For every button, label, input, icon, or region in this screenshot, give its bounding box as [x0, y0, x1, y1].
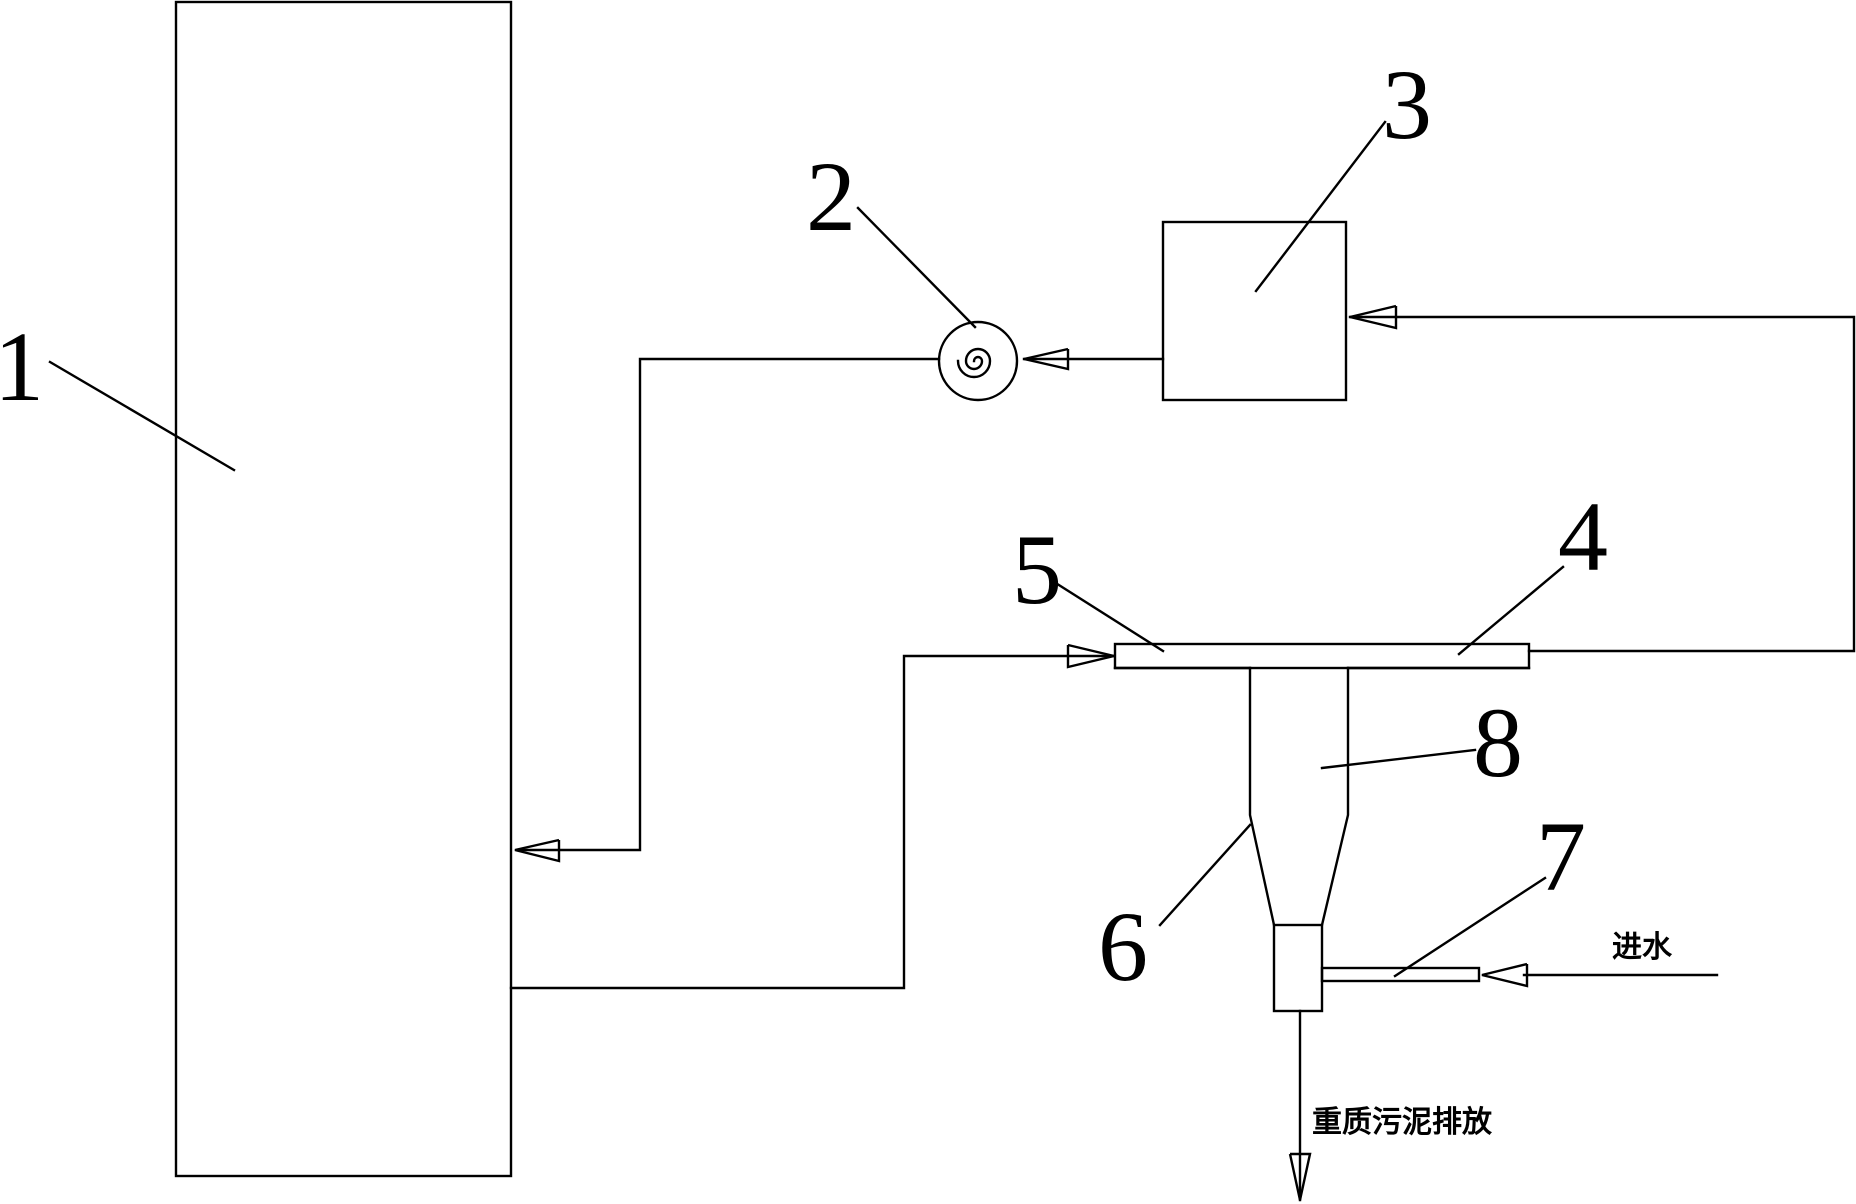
leader-line-1	[48, 360, 236, 472]
pipe-tank-to-inlet	[509, 654, 1116, 990]
sludge-discharge-annotation: 重质污泥排放	[1312, 1105, 1493, 1140]
leader-line-8	[1320, 748, 1477, 770]
label-5: 5	[1012, 514, 1062, 625]
pump-spiral-icon	[956, 347, 992, 379]
leader-line-3	[1254, 120, 1387, 293]
leader-line-5	[1049, 578, 1165, 653]
pipe-pump-to-tank	[518, 357, 941, 852]
pipe-overflow-to-unit3	[1348, 315, 1856, 653]
arrow-water-in	[1481, 962, 1529, 988]
label-3: 3	[1382, 49, 1432, 160]
leader-line-4	[1457, 565, 1565, 656]
arrow-into-tank	[514, 838, 561, 863]
label-8: 8	[1473, 687, 1523, 798]
water-inlet-annotation: 进水	[1612, 930, 1673, 965]
label-2: 2	[806, 141, 856, 252]
separator-left-wall	[1248, 666, 1276, 927]
arrow-sludge-out	[1288, 1152, 1312, 1201]
arrow-into-inlet-5	[1066, 643, 1115, 669]
leader-line-6	[1158, 823, 1252, 927]
label-6: 6	[1098, 891, 1148, 1002]
arrow-into-unit3	[1349, 304, 1398, 330]
leader-line-2	[856, 206, 977, 329]
unit-3	[1161, 220, 1348, 402]
leader-line-7	[1393, 876, 1547, 978]
water-inlet-pipe-7	[1320, 966, 1481, 983]
underflow-chamber	[1272, 923, 1324, 1013]
header-pipe-4-5	[1113, 642, 1531, 670]
pump-2	[937, 320, 1019, 402]
tank-1	[174, 0, 513, 1178]
label-1: 1	[0, 311, 44, 422]
label-7: 7	[1536, 801, 1586, 912]
separator-right-wall	[1320, 666, 1350, 927]
arrow-into-pump	[1023, 347, 1070, 371]
label-4: 4	[1558, 481, 1608, 592]
